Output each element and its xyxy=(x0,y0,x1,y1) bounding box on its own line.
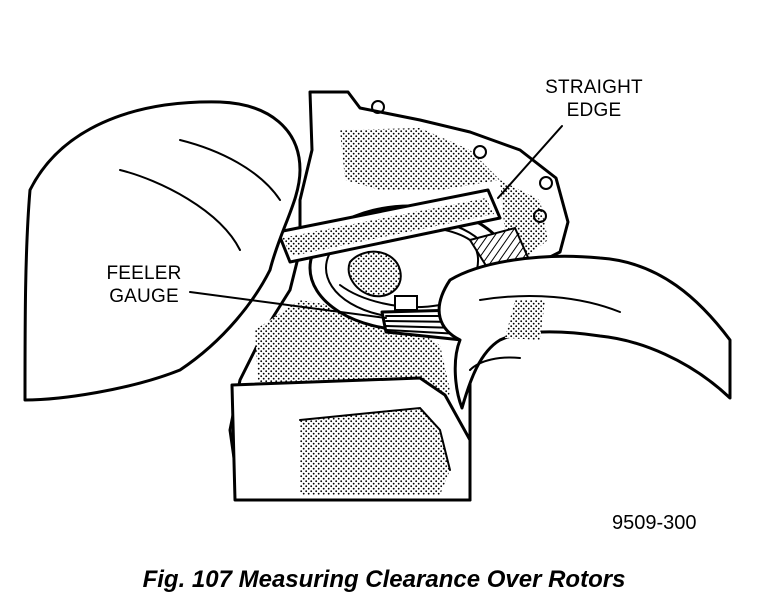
straight-edge-leader xyxy=(497,125,563,199)
straight-edge-label-line2: EDGE xyxy=(566,100,622,121)
feeler-gauge-leader xyxy=(189,291,387,319)
figure-caption: Fig. 107 Measuring Clearance Over Rotors xyxy=(142,566,626,593)
right-hand xyxy=(437,254,732,410)
straight-edge-label: STRAIGHT EDGE xyxy=(534,76,654,122)
feeler-gauge-label: FEELER GAUGE xyxy=(84,262,204,308)
feeler-gauge-label-line1: FEELER xyxy=(106,263,182,284)
feeler-gauge-label-line2: GAUGE xyxy=(109,286,179,307)
straight-edge-label-line1: STRAIGHT xyxy=(545,77,643,98)
reference-number: 9509-300 xyxy=(612,512,697,534)
straight-edge xyxy=(276,188,502,264)
left-hand xyxy=(23,100,302,402)
